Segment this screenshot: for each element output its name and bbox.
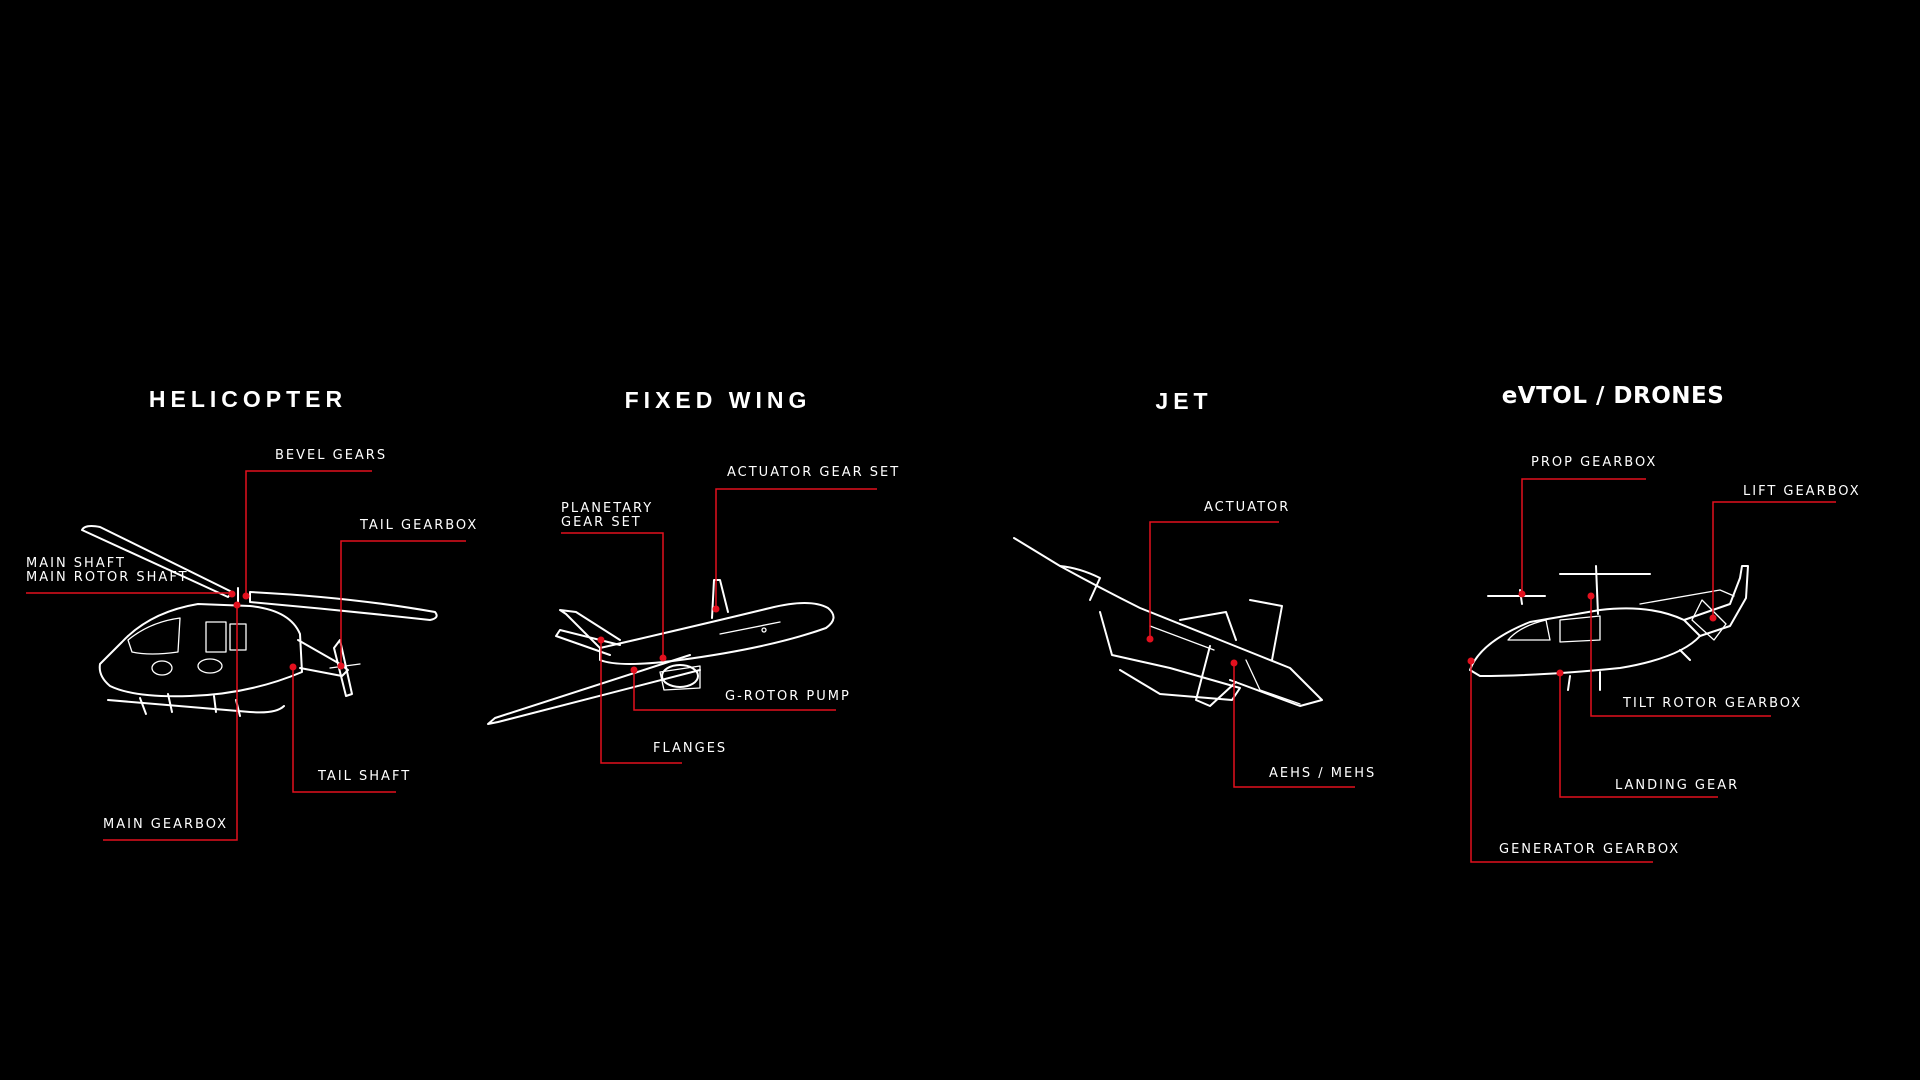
leader-main-gearbox (103, 606, 238, 841)
label-main-shaft: MAIN SHAFT (26, 556, 126, 571)
label-tail-gearbox: TAIL GEARBOX (360, 518, 479, 533)
title-fixed-wing: FIXED WING (624, 387, 812, 413)
leader-actuator-gear-set (715, 488, 877, 608)
label-aehs-mehs: AEHS / MEHS (1269, 766, 1377, 781)
leader-lift-gearbox (1712, 501, 1836, 618)
leader-actuator (1149, 521, 1279, 638)
label-gear-set: GEAR SET (561, 515, 642, 530)
helicopter-illustration (81, 525, 438, 717)
label-generator-gearbox: GENERATOR GEARBOX (1499, 842, 1681, 857)
evtol-leaders (1467, 478, 1836, 863)
jet-illustration (1013, 537, 1323, 707)
leader-g-rotor-pump (633, 670, 836, 711)
leader-tail-gearbox (340, 540, 466, 666)
leader-bevel-gears (245, 470, 372, 595)
label-main-gearbox: MAIN GEARBOX (103, 817, 229, 832)
title-evtol-drones: eVTOL / DRONES (1501, 383, 1725, 409)
leader-aehs-mehs (1233, 663, 1355, 788)
fixed-wing-illustration (487, 579, 835, 725)
fixed-wing-leaders (561, 488, 877, 764)
helicopter-leaders (26, 470, 466, 841)
leader-planetary-gear-set (561, 532, 664, 658)
jet-leaders (1146, 521, 1355, 788)
label-flanges: FLANGES (653, 741, 728, 756)
label-lift-gearbox: LIFT GEARBOX (1743, 484, 1861, 499)
title-jet: JET (1155, 388, 1213, 414)
label-tilt-rotor-gearbox: TILT ROTOR GEARBOX (1623, 696, 1803, 711)
label-main-rotor-shaft: MAIN ROTOR SHAFT (26, 570, 189, 585)
label-prop-gearbox: PROP GEARBOX (1531, 455, 1658, 470)
label-bevel-gears: BEVEL GEARS (275, 448, 388, 463)
label-actuator: ACTUATOR (1204, 500, 1291, 515)
leader-tilt-rotor-gearbox (1590, 596, 1771, 717)
leader-prop-gearbox (1521, 478, 1646, 594)
evtol-illustration (1469, 565, 1749, 691)
label-tail-shaft: TAIL SHAFT (318, 769, 412, 784)
title-helicopter: HELICOPTER (148, 386, 348, 412)
leader-landing-gear (1559, 673, 1718, 798)
leader-flanges (600, 640, 682, 764)
label-actuator-gear-set: ACTUATOR GEAR SET (727, 465, 901, 480)
label-landing-gear: LANDING GEAR (1615, 778, 1740, 793)
leader-tail-shaft (292, 668, 396, 793)
label-planetary: PLANETARY (561, 501, 654, 516)
leader-generator-gearbox (1470, 661, 1653, 863)
label-g-rotor-pump: G-ROTOR PUMP (725, 689, 851, 704)
